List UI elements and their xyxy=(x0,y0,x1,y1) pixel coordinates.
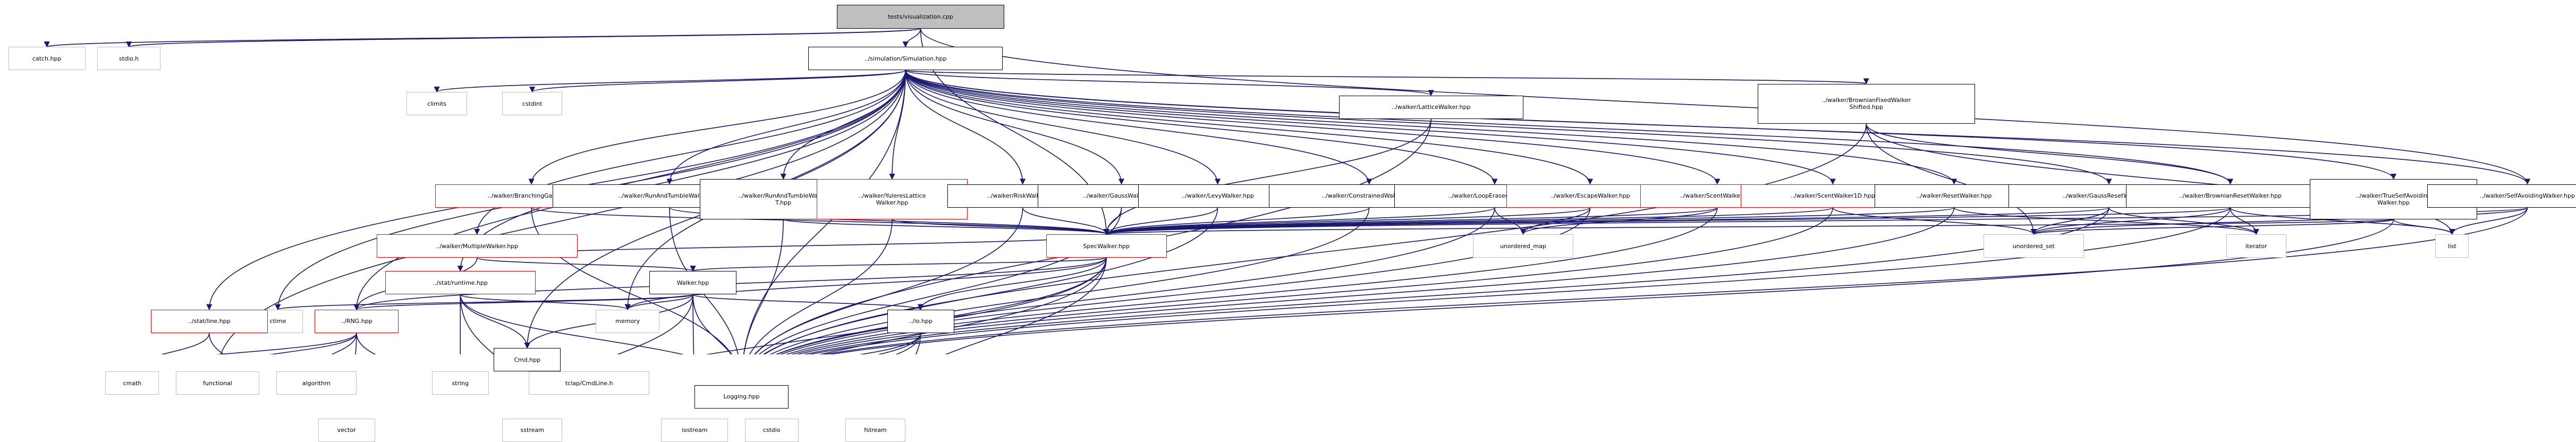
node-saw[interactable]: ../walker/SelfAvoidingWalker.hpp xyxy=(2427,184,2576,208)
node-bfs[interactable]: ../walker/BrownianFixedWalker Shifted.hp… xyxy=(1758,84,1976,124)
node-rng[interactable]: ../RNG.hpp xyxy=(315,310,399,333)
dependency-edge xyxy=(670,70,905,184)
node-ywl[interactable]: ../walker/YuleresLattice Walker.hpp xyxy=(817,179,968,219)
node-memory: memory xyxy=(596,310,659,333)
node-cstdint: cstdint xyxy=(502,92,562,115)
dependency-edge xyxy=(741,208,1022,354)
node-umap: unordered_map xyxy=(1473,234,1573,258)
dependency-edge xyxy=(532,258,1106,354)
dependency-edge xyxy=(905,70,1833,184)
dependency-edge xyxy=(1106,119,1431,234)
dependency-edge xyxy=(905,29,920,47)
dependency-edges xyxy=(0,0,2576,354)
dependency-edge xyxy=(905,70,1495,184)
node-fstream: fstream xyxy=(845,419,905,442)
dependency-edge xyxy=(905,70,2527,184)
node-sim[interactable]: ../simulation/Simulation.hpp xyxy=(808,47,1002,70)
dependency-edge xyxy=(741,208,2230,354)
node-functional: functional xyxy=(176,371,260,395)
node-iterator: iterator xyxy=(2226,234,2286,258)
node-viz[interactable]: tests/visualization.cpp xyxy=(837,5,1004,28)
node-algorithm: algorithm xyxy=(276,371,357,395)
node-climits: climits xyxy=(406,92,467,115)
dependency-edge xyxy=(905,70,1369,184)
node-vector: vector xyxy=(318,419,375,442)
dependency-edge xyxy=(693,294,741,354)
dependency-edge xyxy=(2230,208,2256,234)
dependency-edge xyxy=(2394,219,2452,234)
dependency-edge xyxy=(1833,208,2033,234)
node-string: string xyxy=(432,371,489,395)
dependency-edge xyxy=(892,219,1106,234)
node-stat[interactable]: ../stat/runtime.hpp xyxy=(385,271,536,294)
node-bfw[interactable]: ../walker/BrownianResetWalker.hpp xyxy=(2126,184,2335,208)
dependency-edge xyxy=(905,70,1717,184)
include-dependency-graph: tests/visualization.cpp catch.hpp stdio.h.… xyxy=(0,0,2576,354)
dependency-edge xyxy=(218,333,357,354)
dependency-edge xyxy=(437,70,905,92)
dependency-edge xyxy=(741,208,2527,354)
node-statl[interactable]: ../stat/line.hpp xyxy=(151,310,268,333)
dependency-edge xyxy=(532,70,905,92)
dependency-edge xyxy=(1866,124,2230,184)
node-stdio: stdio.h xyxy=(97,47,161,70)
node-tclap: tclap/CmdLine.h xyxy=(529,371,649,395)
node-sstream: sstream xyxy=(502,419,562,442)
node-cmath: cmath xyxy=(105,371,159,395)
dependency-edge xyxy=(477,258,693,271)
dependency-edge xyxy=(905,70,1590,184)
dependency-edge xyxy=(741,219,783,354)
node-iostream: iostream xyxy=(661,419,728,442)
node-io[interactable]: ../io.hpp xyxy=(887,310,954,333)
dependency-edge xyxy=(905,70,1866,83)
node-spec[interactable]: SpecWalker.hpp xyxy=(1046,234,1167,258)
dependency-edge xyxy=(531,70,905,184)
node-catch: catch.hpp xyxy=(9,47,86,70)
node-cstdio: cstdio xyxy=(745,419,799,442)
dependency-edge xyxy=(132,333,357,354)
node-multi[interactable]: ../walker/MultipleWalker.hpp xyxy=(377,234,578,258)
dependency-edge xyxy=(129,29,921,47)
dependency-edge xyxy=(905,70,2230,184)
node-list: list xyxy=(2435,234,2469,258)
node-lattice[interactable]: ../walker/LatticeWalker.hpp xyxy=(1339,96,1523,119)
node-logging[interactable]: Logging.hpp xyxy=(694,385,788,409)
dependency-edge xyxy=(47,29,920,47)
node-cmd[interactable]: Cmd.hpp xyxy=(494,348,561,371)
dependency-edge xyxy=(921,29,2528,184)
dependency-edge xyxy=(1954,208,2257,234)
dependency-edge xyxy=(132,333,209,354)
node-walker[interactable]: Walker.hpp xyxy=(649,271,736,294)
dependency-edge xyxy=(783,70,905,179)
dependency-edge xyxy=(2033,208,2230,234)
node-uset: unordered_set xyxy=(1984,234,2084,258)
dependency-edge xyxy=(1106,208,1833,234)
